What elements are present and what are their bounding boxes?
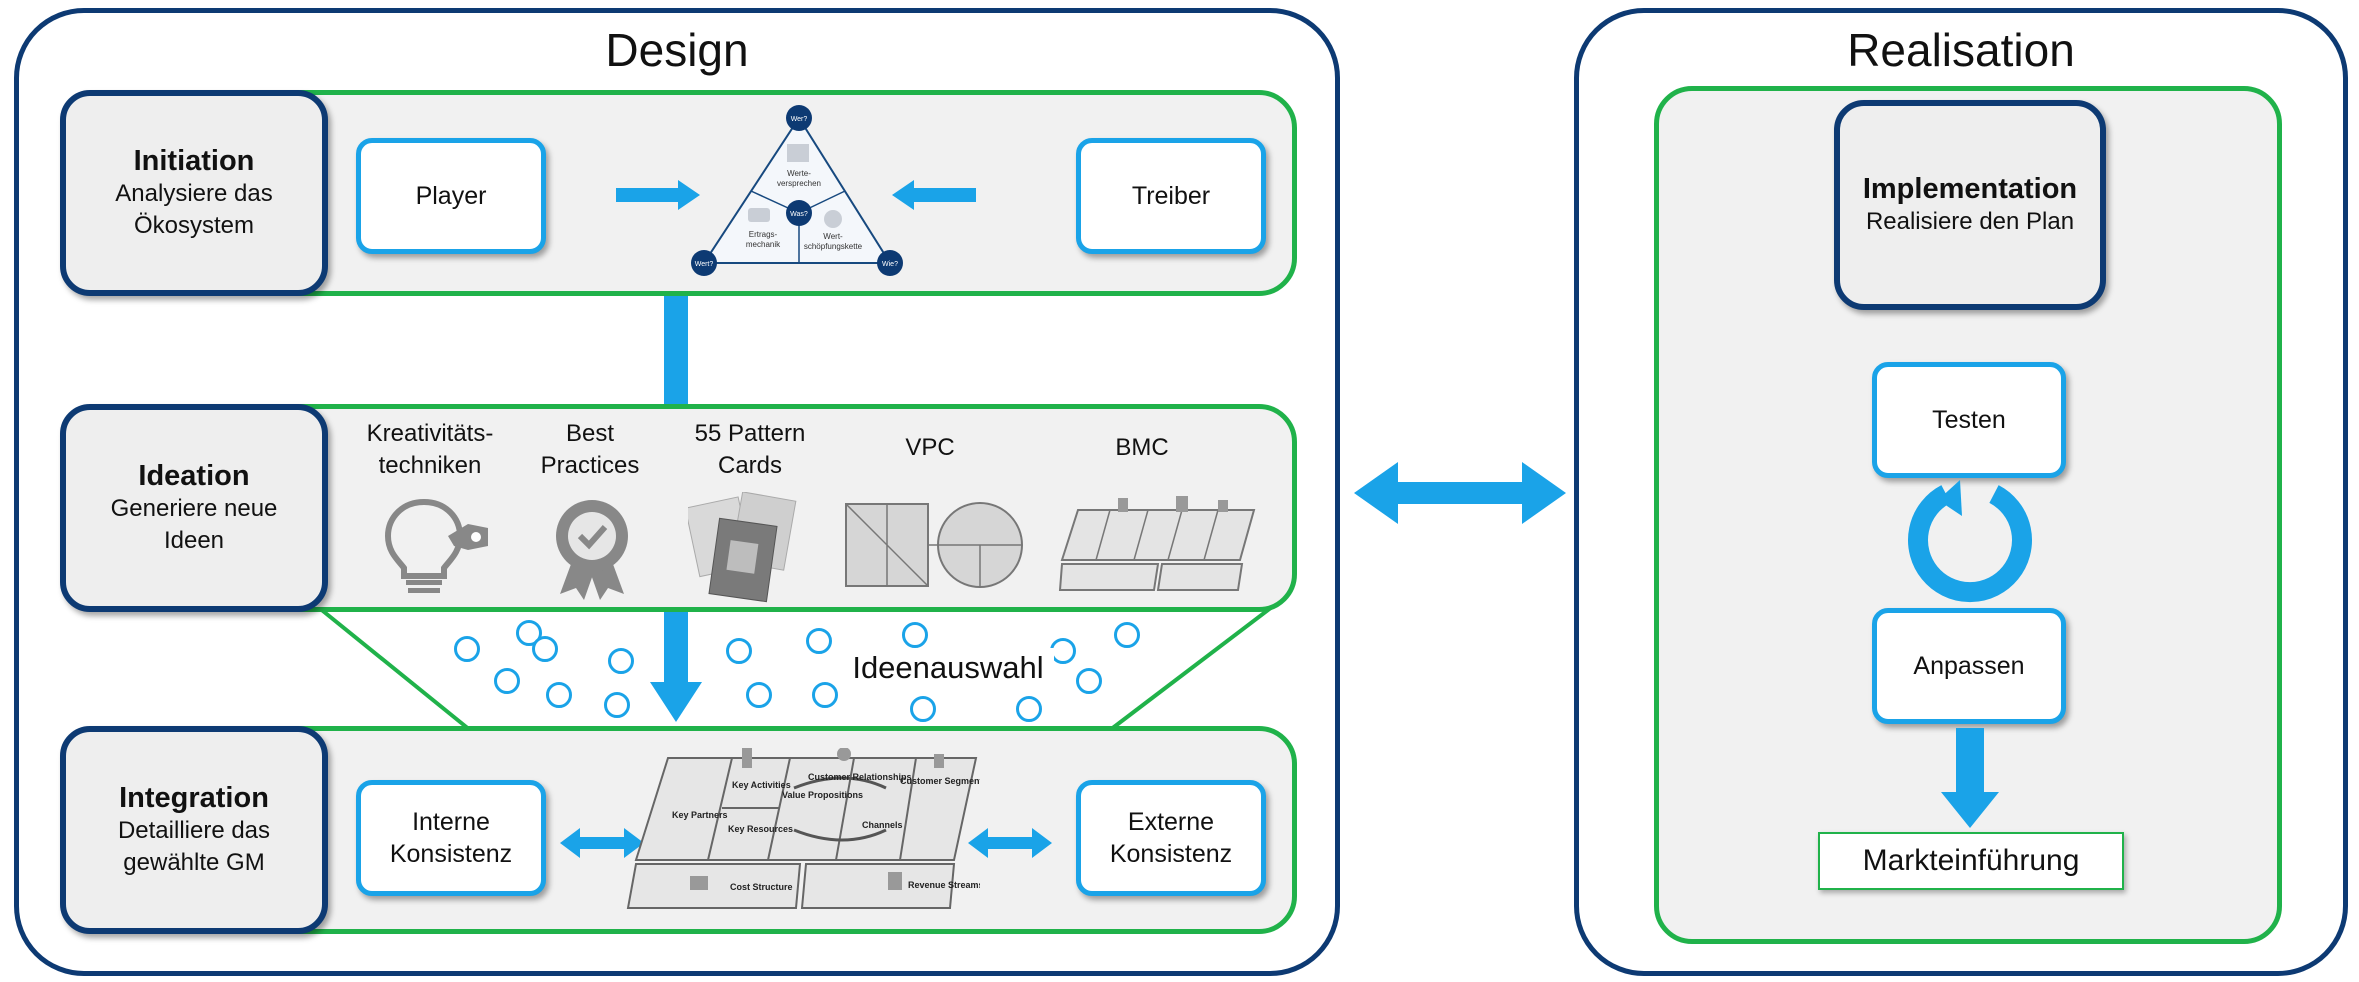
interne-konsistenz-line1: Interne: [412, 808, 490, 836]
method-label-line1: Best: [565, 420, 615, 447]
bmc-cost-structure: Cost Structure: [730, 882, 793, 892]
design-title: Design: [605, 24, 749, 76]
player-card: Player: [356, 138, 546, 254]
idea-bubble: [608, 648, 634, 674]
cycle-icon: [1908, 480, 2032, 603]
wertversprechen-label-1: Werte-: [787, 169, 811, 178]
method-label-line1: 55 Pattern: [694, 420, 806, 447]
idea-bubble: [546, 682, 572, 708]
idea-bubble: [1114, 622, 1140, 648]
ideation-phase-box: Ideation Generiere neue Ideen: [60, 404, 328, 612]
realisation-title: Realisation: [1847, 24, 2075, 76]
idea-bubble: [494, 668, 520, 694]
interne-konsistenz-line2: Konsistenz: [389, 840, 513, 868]
method-label-line1: Kreativitäts-: [366, 420, 494, 447]
implementation-phase-box: Implementation Realisiere den Plan: [1834, 100, 2106, 310]
method-label-line2: Cards: [717, 452, 783, 479]
bmc-key-resources: Key Resources: [728, 824, 793, 834]
bmc-key-partners: Key Partners: [672, 810, 728, 820]
anpassen-card: Anpassen: [1872, 608, 2066, 724]
was-label: Was?: [790, 211, 808, 218]
wert-label: Wert?: [695, 261, 714, 268]
integration-subtitle-2: gewählte GM: [123, 849, 265, 876]
idea-bubble: [1076, 668, 1102, 694]
initiation-subtitle-2: Ökosystem: [133, 212, 255, 239]
externe-konsistenz-line1: Externe: [1127, 808, 1215, 836]
method-label-line2: Practices: [540, 452, 640, 479]
ertragsmechanik-label-1: Ertrags-: [749, 230, 778, 239]
integration-title: Integration: [119, 782, 269, 814]
double-arrow-right-icon: [968, 828, 1052, 858]
bmc-customer-segments: Customer Segments: [900, 776, 980, 786]
markteinfuehrung-box: Markteinführung: [1818, 832, 2124, 890]
externe-konsistenz-line2: Konsistenz: [1109, 840, 1233, 868]
idea-bubble: [604, 692, 630, 718]
wertschoepfung-label-2: schöpfungskette: [804, 242, 863, 251]
ertragsmechanik-label-2: mechanik: [746, 240, 781, 249]
idea-bubble: [454, 636, 480, 662]
arrow-left-icon: [892, 180, 976, 210]
method-label-line1: BMC: [1115, 434, 1169, 461]
wertversprechen-label-2: versprechen: [777, 179, 821, 188]
method-label-pattern-cards: 55 Pattern Cards: [670, 418, 830, 482]
method-label-best-practices: Best Practices: [510, 418, 670, 482]
initiation-subtitle-1: Analysiere das: [115, 180, 273, 207]
idea-bubble: [806, 628, 832, 654]
method-label-bmc: BMC: [1062, 432, 1222, 464]
idea-bubble: [532, 636, 558, 662]
value-proposition-canvas-icon: [845, 502, 1023, 588]
business-model-canvas-icon: [1058, 496, 1256, 591]
testen-card: Testen: [1872, 362, 2066, 478]
magic-triangle-diagram: Werte- versprechen Ertrags- mechanik Wer…: [691, 105, 903, 276]
method-label-line2: techniken: [378, 452, 482, 479]
down-arrow-icon: [650, 612, 702, 722]
method-label-line1: VPC: [905, 434, 955, 461]
ideation-title: Ideation: [138, 460, 250, 492]
idea-bubble: [746, 682, 772, 708]
wertschoepfung-label-1: Wert-: [823, 232, 843, 241]
method-label-kreativitaet: Kreativitäts- techniken: [340, 418, 520, 482]
arrow-right-icon: [616, 180, 700, 210]
ideenauswahl-label: Ideenauswahl: [842, 648, 1054, 688]
implementation-subtitle: Realisiere den Plan: [1865, 208, 2075, 235]
bmc-value-propositions: Value Propositions: [782, 790, 863, 800]
idea-bubble: [1050, 638, 1076, 664]
idea-bubble: [516, 620, 542, 646]
wer-label: Wer?: [791, 116, 808, 123]
integration-phase-box: Integration Detailliere das gewählte GM: [60, 726, 328, 934]
connector-bar: [664, 292, 688, 408]
double-arrow-left-icon: [560, 828, 644, 858]
treiber-card: Treiber: [1076, 138, 1266, 254]
bmc-revenue-streams: Revenue Streams: [908, 880, 980, 890]
idea-bubble: [726, 638, 752, 664]
idea-bubble: [1016, 696, 1042, 722]
business-model-canvas-diagram: Key Partners Key Activities Key Resource…: [626, 748, 980, 909]
interne-konsistenz-card: Interne Konsistenz: [356, 780, 546, 896]
pattern-cards-icon: [688, 492, 797, 603]
idea-bubble: [910, 696, 936, 722]
lightbulb-icon: [384, 498, 488, 593]
implementation-title: Implementation: [1862, 173, 2078, 205]
initiation-title: Initiation: [133, 145, 255, 177]
design-realisation-double-arrow-icon: [1354, 462, 1566, 524]
ideation-subtitle-1: Generiere neue: [110, 495, 278, 522]
ideation-subtitle-2: Ideen: [163, 527, 225, 554]
bmc-customer-relationships: Customer Relationships: [808, 772, 912, 782]
method-label-vpc: VPC: [850, 432, 1010, 464]
idea-bubble: [902, 622, 928, 648]
integration-subtitle-1: Detailliere das: [117, 817, 271, 844]
award-badge-icon: [556, 500, 628, 600]
wie-label: Wie?: [882, 261, 898, 268]
initiation-phase-box: Initiation Analysiere das Ökosystem: [60, 90, 328, 296]
idea-bubble: [812, 682, 838, 708]
bmc-channels: Channels: [862, 820, 903, 830]
down-arrow-to-market-icon: [1941, 728, 1999, 828]
externe-konsistenz-card: Externe Konsistenz: [1076, 780, 1266, 896]
bmc-key-activities: Key Activities: [732, 780, 791, 790]
